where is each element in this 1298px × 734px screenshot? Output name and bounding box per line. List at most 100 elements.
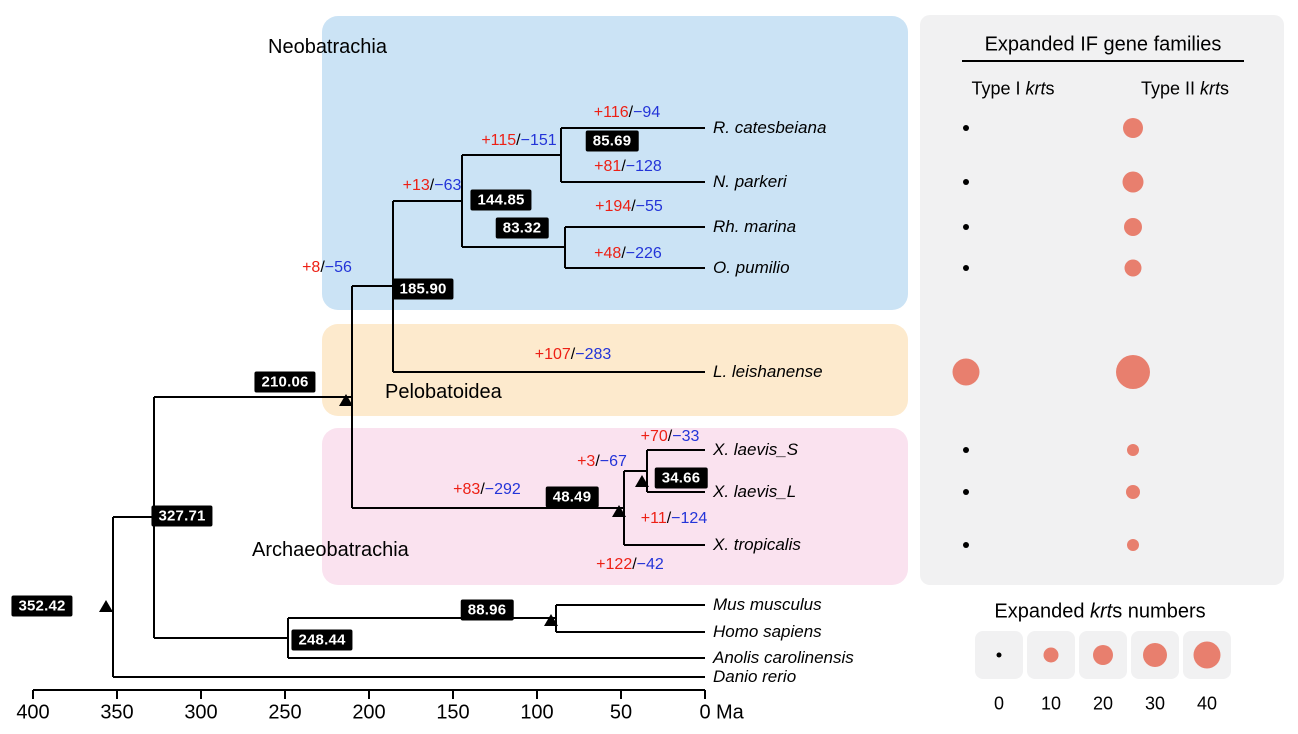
legend-value-20: 20 xyxy=(1092,693,1114,714)
legend-bubble-30 xyxy=(1143,643,1167,667)
node-age-ranoidea: 85.69 xyxy=(585,130,639,152)
slash-separator: / xyxy=(320,259,325,276)
gain-count: +8 xyxy=(302,259,321,276)
column-header-type2-krts: Type II krts xyxy=(1140,78,1230,99)
node-age-mammalia: 88.96 xyxy=(460,599,514,621)
krt-italic: krt xyxy=(1090,600,1113,623)
loss-count: −151 xyxy=(520,132,557,149)
node-age-amniota: 248.44 xyxy=(291,629,353,651)
node-age-pipoidea: 48.49 xyxy=(545,486,599,508)
gain-count: +83 xyxy=(453,481,481,498)
slash-separator: / xyxy=(621,245,626,262)
branch-gainloss-neob_crown: +13/−63 xyxy=(403,177,462,195)
species-label-npark: N. parkeri xyxy=(713,172,787,191)
type2-bubble-npark xyxy=(1122,171,1144,193)
node-age-neob_crown: 144.85 xyxy=(470,189,532,211)
axis-tick-label-0: 0 xyxy=(699,701,711,724)
axis-tick-label-50: 50 xyxy=(609,701,633,724)
node-age-hyloidea: 83.32 xyxy=(495,217,549,239)
slash-separator: / xyxy=(631,198,636,215)
slash-separator: / xyxy=(666,510,672,527)
species-label-rcat: R. catesbeiana xyxy=(713,118,827,137)
legend-bubble-20 xyxy=(1093,645,1113,665)
panel-title: Expanded IF gene families xyxy=(984,33,1222,56)
legend-value-40: 40 xyxy=(1196,693,1218,714)
clade-label-neobatrachia: Neobatrachia xyxy=(268,36,387,58)
gain-count: +11 xyxy=(640,510,667,527)
slash-separator: / xyxy=(595,453,600,470)
gain-count: +116 xyxy=(593,104,629,121)
type1-bubble-rhmar xyxy=(963,224,969,230)
panel-title-underline xyxy=(962,60,1244,62)
branch-gainloss-xtrop: +122/−42 xyxy=(596,556,664,574)
loss-count: −56 xyxy=(324,259,352,276)
species-label-xlael: X. laevis_L xyxy=(713,482,797,501)
krt-italic: krt xyxy=(1025,78,1046,99)
species-label-homo: Homo sapiens xyxy=(713,622,822,641)
panel-background xyxy=(920,15,1284,585)
gain-count: +81 xyxy=(594,158,622,175)
axis-tick-label-150: 150 xyxy=(436,701,470,724)
gain-count: +3 xyxy=(577,453,596,470)
branch-gainloss-pipoidea: +83/−292 xyxy=(453,481,521,499)
axis-tick-label-300: 300 xyxy=(184,701,218,724)
slash-separator: / xyxy=(632,556,637,573)
slash-separator: / xyxy=(570,346,576,363)
axis-tick-label-250: 250 xyxy=(268,701,302,724)
type2-bubble-llei xyxy=(1116,355,1150,389)
species-label-mus: Mus musculus xyxy=(713,595,822,614)
slash-separator: / xyxy=(429,177,435,194)
branch-gainloss-xlaes: +70/−33 xyxy=(641,428,700,446)
gain-count: +107 xyxy=(534,346,571,363)
species-label-danio: Danio rerio xyxy=(713,667,797,686)
axis-tick-label-100: 100 xyxy=(520,701,554,724)
node-age-root: 352.42 xyxy=(11,595,73,617)
axis-unit-label: Ma xyxy=(716,701,744,724)
axis-tick-label-200: 200 xyxy=(352,701,386,724)
loss-count: −67 xyxy=(599,453,627,470)
loss-count: −128 xyxy=(625,158,662,175)
gain-count: +70 xyxy=(640,428,668,445)
type1-bubble-xlael xyxy=(963,489,969,495)
gain-count: +13 xyxy=(402,177,430,194)
axis-tick-label-350: 350 xyxy=(100,701,134,724)
loss-count: −55 xyxy=(635,198,663,215)
type1-bubble-npark xyxy=(963,179,969,185)
type2-bubble-opum xyxy=(1124,259,1142,277)
legend-bubble-0 xyxy=(996,652,1002,658)
clade-box-neobatrachia xyxy=(322,16,908,310)
type2-bubble-xlaes xyxy=(1127,444,1139,456)
type1-bubble-opum xyxy=(963,265,969,271)
legend-title: Expanded krts numbers xyxy=(994,600,1206,623)
branch-gainloss-rcat: +116/−94 xyxy=(594,104,660,122)
branch-gainloss-opum: +48/−226 xyxy=(594,245,662,263)
loss-count: −292 xyxy=(484,481,521,498)
node-age-xen_laevis: 34.66 xyxy=(654,467,708,489)
slash-separator: / xyxy=(516,132,521,149)
legend-bubble-40 xyxy=(1193,641,1221,669)
loss-count: −283 xyxy=(575,346,612,363)
clade-box-pelobatoidea xyxy=(322,324,908,416)
calibration-triangle-mammalia xyxy=(544,614,558,626)
slash-separator: / xyxy=(667,428,673,445)
species-label-opum: O. pumilio xyxy=(713,258,790,277)
species-label-rhmar: Rh. marina xyxy=(713,217,797,236)
calibration-triangle-root xyxy=(99,600,113,612)
gain-count: +48 xyxy=(594,245,622,262)
node-age-anura: 210.06 xyxy=(254,371,316,393)
axis-tick-label-400: 400 xyxy=(16,701,50,724)
slash-separator: / xyxy=(480,481,485,498)
species-label-anolis: Anolis carolinensis xyxy=(713,648,854,667)
type1-bubble-xtrop xyxy=(963,542,969,548)
branch-gainloss-xen_laevis: +3/−67 xyxy=(577,453,627,471)
type1-bubble-llei xyxy=(952,358,980,386)
branch-gainloss-llei: +107/−283 xyxy=(535,346,612,364)
loss-count: −94 xyxy=(633,104,661,121)
branch-gainloss-xlael: +11/−124 xyxy=(641,510,707,528)
branch-gainloss-neo_pel: +8/−56 xyxy=(302,259,352,277)
node-age-neo_pel: 185.90 xyxy=(392,278,454,300)
type2-bubble-xlael xyxy=(1126,485,1140,499)
loss-count: −124 xyxy=(671,510,708,527)
clade-label-pelobatoidea: Pelobatoidea xyxy=(385,381,502,403)
